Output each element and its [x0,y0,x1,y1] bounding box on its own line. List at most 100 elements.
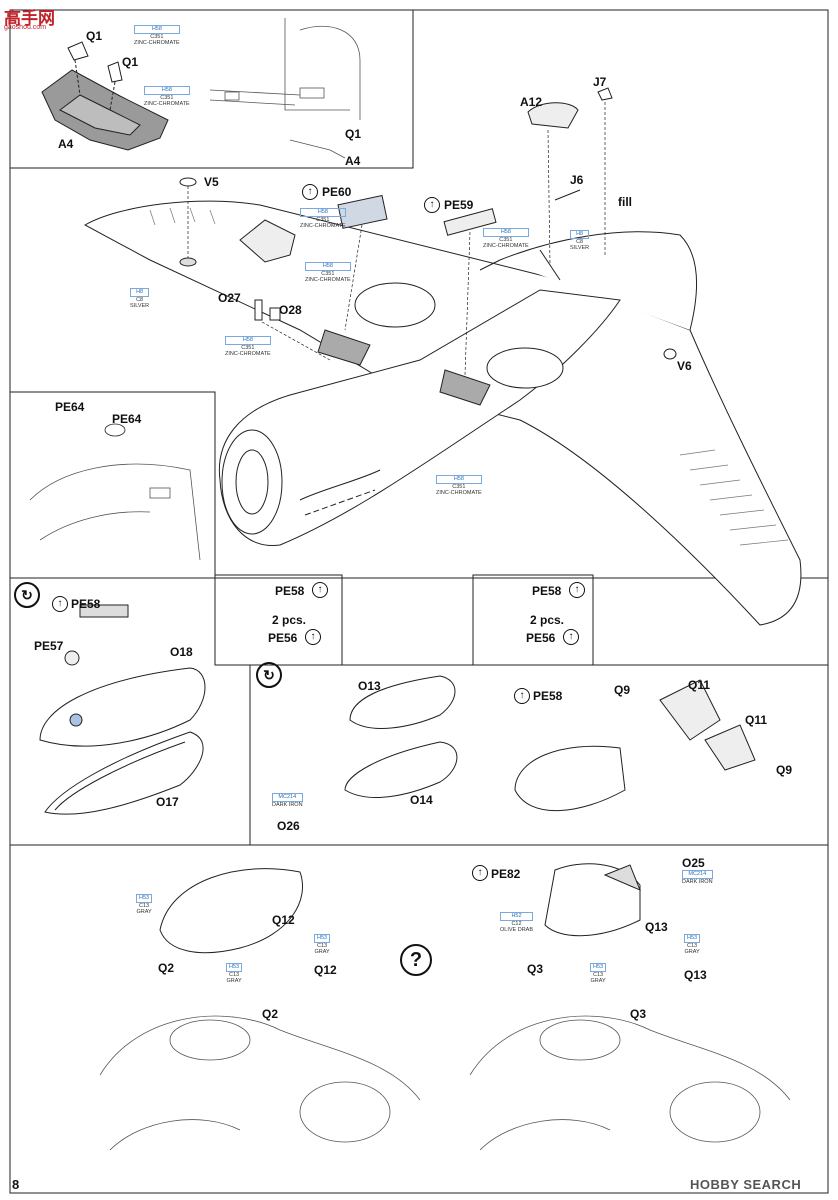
label-o26: O26 [277,819,300,833]
label-q13: Q13 [645,920,668,934]
paint-code: H58 [144,86,190,95]
paint-number: C13 [593,971,604,978]
paint-number: C12 [511,920,522,927]
watermark-bottom: HOBBY SEARCH [690,1177,802,1192]
paint-number: C351 [150,33,164,40]
label-pe59: PE59 [444,198,474,212]
paint-name: GRAY [684,949,700,955]
fuselage-drawing [218,282,621,547]
label-q1: Q1 [86,29,103,43]
question-icon: ? [400,944,432,976]
etch-arrow-icon: ↑ [302,184,318,200]
paint-code: H58 [134,25,180,34]
paint-code: H58 [483,228,529,237]
paint-name: SILVER [570,245,590,251]
label-a12: A12 [520,95,543,109]
paint-number: C351 [321,270,335,277]
label-pe64: PE64 [55,400,85,414]
watermark-top-url: gaoshou.com [4,24,47,31]
label-q1: Q1 [122,55,139,69]
label-q3: Q3 [527,962,544,976]
small-parts [179,87,677,360]
label-o18: O18 [170,645,193,659]
label-q9: Q9 [614,683,631,697]
etch-arrow-icon: ↑ [514,688,530,704]
paint-code: H53 [590,963,607,972]
label-q3: Q3 [630,1007,647,1021]
paint-number: C351 [499,236,513,243]
paint-name: ZINC-CHROMATE [483,243,529,249]
label-pe57: PE57 [34,639,64,653]
pe64-inset-drawing [29,423,201,561]
label-j7: J7 [593,75,607,89]
label-q1: Q1 [345,127,362,141]
paint-code: H8 [570,230,590,239]
paint-code: H58 [300,208,346,217]
label-v5: V5 [204,175,219,189]
paint-number: C351 [241,344,255,351]
paint-name: SILVER [130,303,150,309]
paint-code: H58 [305,262,351,271]
label-q11: Q11 [688,678,711,692]
rotate-icon: ↻ [14,582,40,608]
paint-code: H53 [136,894,153,903]
etch-arrow-icon: ↑ [305,629,321,645]
label-q13: Q13 [684,968,707,982]
label-j6: J6 [570,173,584,187]
paint-code: H53 [314,934,331,943]
etch-arrow-icon: ↑ [52,596,68,612]
label-fill: fill [618,195,632,209]
leader-lines [187,102,606,376]
rotate-icon: ↻ [256,662,282,688]
paint-name: GRAY [314,949,330,955]
label-pe60: PE60 [322,185,352,199]
label-pe58: PE58 [275,584,305,598]
underwing-drawing [99,1015,791,1151]
paint-name: DARK IRON [682,878,713,885]
paint-number: C13 [687,942,698,949]
label-q11: Q11 [745,713,768,727]
label-o28: O28 [279,303,302,317]
label-q12: Q12 [272,913,295,927]
label-pe56: PE56 [526,631,556,645]
paint-code: H53 [684,934,701,943]
etch-arrow-icon: ↑ [424,197,440,213]
label-o14: O14 [410,793,433,807]
label-pe58: PE58 [71,597,101,611]
paint-name: ZINC-CHROMATE [436,490,482,496]
wing-drawing [83,200,802,626]
label-a4: A4 [345,154,361,168]
label-q2: Q2 [262,1007,279,1021]
panel-frames [9,9,829,1194]
label-pe58: PE58 [533,689,563,703]
paint-name: ZINC-CHROMATE [300,223,346,229]
paint-code: MC214 [272,793,303,802]
label-v6: V6 [677,359,692,373]
etch-arrow-icon: ↑ [312,582,328,598]
paint-code: H52 [500,912,534,921]
paint-number: C351 [316,216,330,223]
label-o13: O13 [358,679,381,693]
paint-code: H58 [225,336,271,345]
label-o25: O25 [682,856,705,870]
paint-code: MC214 [682,870,713,879]
paint-name: ZINC-CHROMATE [144,101,190,107]
paint-name: ZINC-CHROMATE [134,40,180,46]
paint-code: H8 [130,288,150,297]
wing-hatching [149,207,789,546]
paint-name: GRAY [590,978,606,984]
